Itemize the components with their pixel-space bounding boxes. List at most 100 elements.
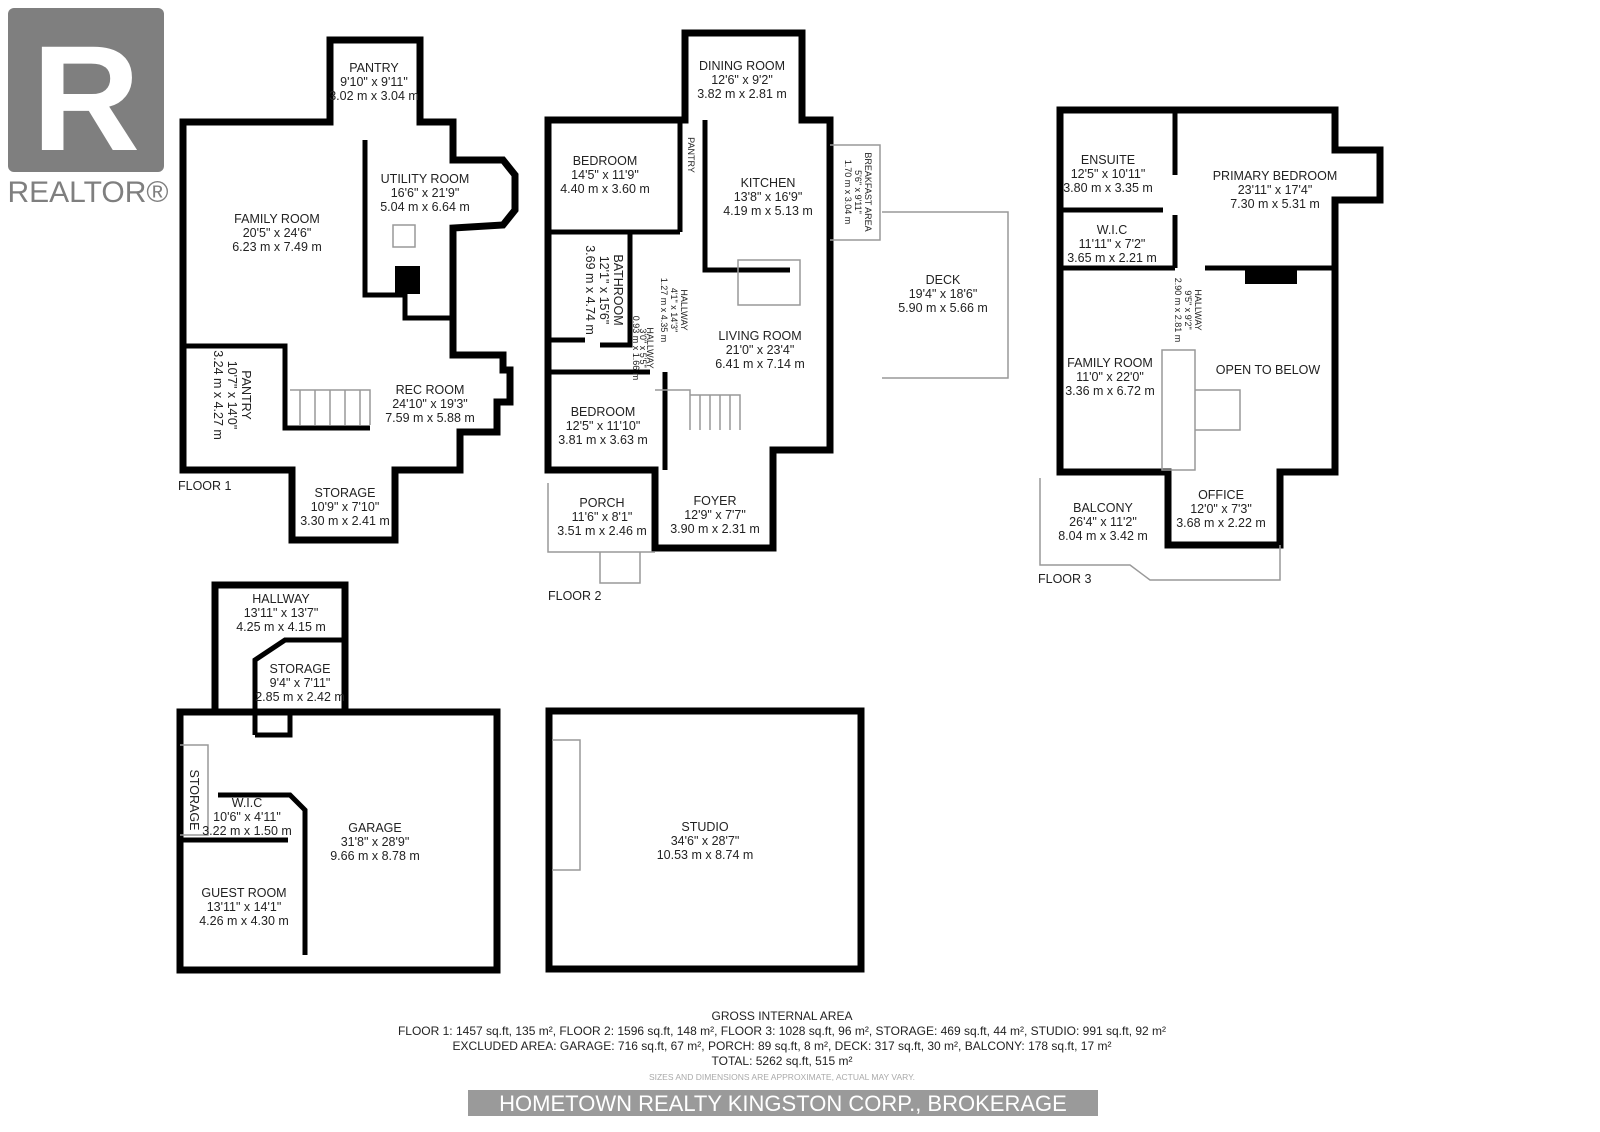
svg-text:21'0" x 23'4": 21'0" x 23'4": [726, 343, 795, 357]
floor-1-label: FLOOR 1: [178, 479, 232, 493]
svg-text:4.19 m x 5.13 m: 4.19 m x 5.13 m: [723, 204, 813, 218]
svg-text:5.04 m x 6.64 m: 5.04 m x 6.64 m: [380, 200, 470, 214]
svg-text:BEDROOM: BEDROOM: [571, 405, 636, 419]
svg-text:13'11" x 13'7": 13'11" x 13'7": [244, 606, 319, 620]
svg-text:11'11" x 7'2": 11'11" x 7'2": [1079, 237, 1146, 251]
svg-text:PORCH: PORCH: [579, 496, 624, 510]
svg-text:12'1" x 15'6": 12'1" x 15'6": [597, 256, 611, 325]
svg-text:REC ROOM: REC ROOM: [396, 383, 465, 397]
svg-text:BATHROOM: BATHROOM: [611, 254, 625, 325]
area-total: TOTAL: 5262 sq.ft, 515 m²: [712, 1054, 853, 1068]
svg-text:UTILITY ROOM: UTILITY ROOM: [381, 172, 470, 186]
area-line-1: FLOOR 1: 1457 sq.ft, 135 m², FLOOR 2: 15…: [398, 1024, 1166, 1038]
realtor-logo: R REALTOR®: [7, 8, 169, 209]
svg-text:3.30 m x 2.41 m: 3.30 m x 2.41 m: [300, 514, 390, 528]
svg-text:9'10" x 9'11": 9'10" x 9'11": [340, 75, 408, 89]
svg-text:2.85 m x 2.42 m: 2.85 m x 2.42 m: [255, 690, 345, 704]
floor-3-label: FLOOR 3: [1038, 572, 1092, 586]
svg-text:10'9" x 7'10": 10'9" x 7'10": [311, 500, 380, 514]
svg-text:9'4" x 7'11": 9'4" x 7'11": [270, 676, 331, 690]
svg-text:6.41 m x 7.14 m: 6.41 m x 7.14 m: [715, 357, 805, 371]
room-label-f3-wic: W.I.C11'11" x 7'2"3.65 m x 2.21 m: [1067, 223, 1157, 265]
svg-text:4.40 m x 3.60 m: 4.40 m x 3.60 m: [560, 182, 650, 196]
area-line-2: EXCLUDED AREA: GARAGE: 716 sq.ft, 67 m²,…: [453, 1039, 1112, 1053]
svg-text:19'4" x 18'6": 19'4" x 18'6": [909, 287, 978, 301]
svg-text:12'9" x 7'7": 12'9" x 7'7": [684, 508, 746, 522]
svg-text:DINING ROOM: DINING ROOM: [699, 59, 785, 73]
svg-text:W.I.C: W.I.C: [1097, 223, 1128, 237]
svg-text:KITCHEN: KITCHEN: [741, 176, 796, 190]
svg-text:DECK: DECK: [926, 273, 961, 287]
svg-text:PRIMARY BEDROOM: PRIMARY BEDROOM: [1213, 169, 1338, 183]
svg-text:3.02 m x 3.04 m: 3.02 m x 3.04 m: [329, 89, 419, 103]
svg-text:7.59 m x 5.88 m: 7.59 m x 5.88 m: [385, 411, 475, 425]
svg-text:4'1" x 14'3": 4'1" x 14'3": [669, 288, 679, 332]
floor-1: [179, 36, 519, 544]
room-label-f3-open-to-below: OPEN TO BELOW: [1216, 363, 1321, 377]
svg-text:11'0" x 22'0": 11'0" x 22'0": [1076, 370, 1144, 384]
svg-text:3.51 m x 2.46 m: 3.51 m x 2.46 m: [557, 524, 647, 538]
svg-text:HALLWAY: HALLWAY: [645, 327, 655, 368]
svg-text:31'8" x 28'9": 31'8" x 28'9": [341, 835, 410, 849]
svg-text:4.26 m x 4.30 m: 4.26 m x 4.30 m: [199, 914, 289, 928]
svg-text:5'6" x 9'11": 5'6" x 9'11": [853, 170, 863, 214]
svg-text:7.30 m x 5.31 m: 7.30 m x 5.31 m: [1230, 197, 1320, 211]
svg-text:5.90 m x 5.66 m: 5.90 m x 5.66 m: [898, 301, 988, 315]
svg-text:3.69 m x 4.74 m: 3.69 m x 4.74 m: [583, 245, 597, 335]
svg-text:10.53 m x 8.74 m: 10.53 m x 8.74 m: [657, 848, 754, 862]
svg-text:12'6" x 9'2": 12'6" x 9'2": [711, 73, 773, 87]
svg-text:11'6" x 8'1": 11'6" x 8'1": [572, 510, 633, 524]
floor-3: [1039, 106, 1384, 581]
room-label-garage-wic: W.I.C10'6" x 4'11"3.22 m x 1.50 m: [202, 796, 292, 838]
svg-text:3.81 m x 3.63 m: 3.81 m x 3.63 m: [558, 433, 648, 447]
svg-text:PANTRY: PANTRY: [239, 370, 253, 420]
svg-text:16'6" x 21'9": 16'6" x 21'9": [391, 186, 460, 200]
svg-text:OFFICE: OFFICE: [1198, 488, 1244, 502]
svg-text:6.23 m x 7.49 m: 6.23 m x 7.49 m: [232, 240, 322, 254]
logo-text: REALTOR®: [7, 176, 168, 209]
svg-text:HALLWAY: HALLWAY: [679, 289, 689, 330]
svg-text:1.70 m x 3.04 m: 1.70 m x 3.04 m: [843, 160, 853, 225]
svg-text:HALLWAY: HALLWAY: [1193, 289, 1203, 330]
svg-text:12'0" x 7'3": 12'0" x 7'3": [1190, 502, 1252, 516]
svg-text:BALCONY: BALCONY: [1073, 501, 1133, 515]
svg-text:3.80 m x 3.35 m: 3.80 m x 3.35 m: [1063, 181, 1153, 195]
svg-text:12'5" x 11'10": 12'5" x 11'10": [566, 419, 641, 433]
svg-text:9'5" x 9'2": 9'5" x 9'2": [1183, 290, 1193, 329]
svg-text:10'6" x 4'11": 10'6" x 4'11": [213, 810, 281, 824]
svg-text:12'5" x 10'11": 12'5" x 10'11": [1071, 167, 1146, 181]
svg-text:BEDROOM: BEDROOM: [573, 154, 638, 168]
svg-text:3.24 m x 4.27 m: 3.24 m x 4.27 m: [211, 350, 225, 440]
logo-letter: R: [32, 14, 140, 182]
watermark: HOMETOWN REALTY KINGSTON CORP., BROKERAG…: [499, 1091, 1067, 1116]
svg-text:4.25 m x 4.15 m: 4.25 m x 4.15 m: [236, 620, 326, 634]
svg-text:23'11" x 17'4": 23'11" x 17'4": [1238, 183, 1313, 197]
svg-text:34'6" x 28'7": 34'6" x 28'7": [671, 834, 740, 848]
svg-text:GARAGE: GARAGE: [348, 821, 402, 835]
svg-text:10'7" x 14'0": 10'7" x 14'0": [225, 361, 239, 430]
svg-text:1.27 m x 4.35 m: 1.27 m x 4.35 m: [659, 278, 669, 343]
svg-text:FOYER: FOYER: [693, 494, 736, 508]
floor-2: [544, 29, 1009, 584]
room-label-garage-storage-side: STORAGE: [187, 770, 201, 831]
svg-text:24'10" x 19'3": 24'10" x 19'3": [392, 397, 468, 411]
